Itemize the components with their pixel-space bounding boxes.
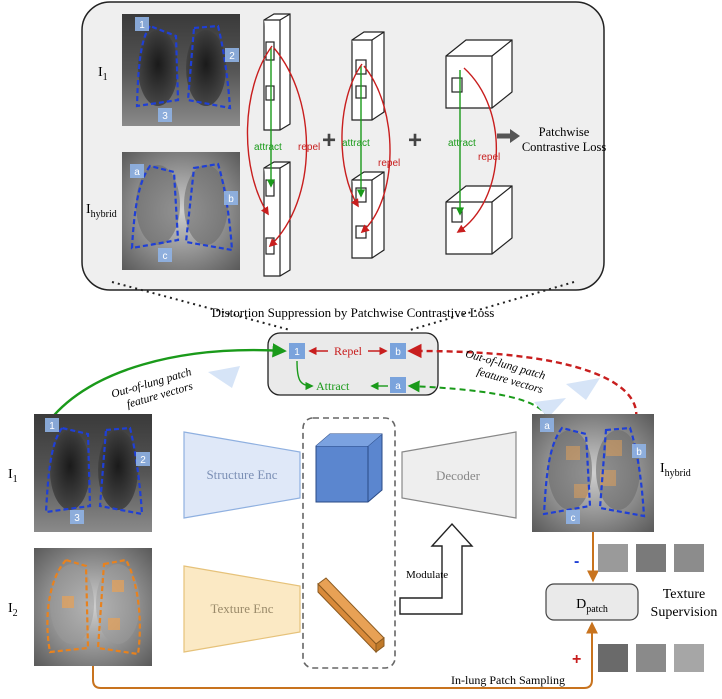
mid-patch-1-label: 1 [294,347,300,358]
modulate-label: Modulate [406,569,448,581]
left-arrow-label: Out-of-lung patch feature vectors [110,366,195,411]
neg-patch-3 [674,544,704,572]
top-patch-a: a [134,167,140,178]
top-label-ihybrid: Ihybrid [86,202,117,220]
texture-supervision-2: Supervision [651,605,718,620]
bottom-hybrid-patch-a: a [544,421,550,432]
structure-latent-cube [315,433,383,503]
neg-patch-2 [636,544,666,572]
plus-1: + [322,127,336,154]
top-patch-3: 3 [162,111,168,122]
decoder [401,431,517,519]
mid-patch-b-label: b [395,347,401,358]
mid-patch-a [390,377,406,393]
neg-patch-1 [598,544,628,572]
texture-encoder [183,565,301,653]
feature-block-3 [445,39,513,255]
top-xray-hybrid [122,152,240,270]
bottom-label-ihybrid: Ihybrid [660,461,691,479]
top-patch-b: b [228,194,234,205]
decoder-label: Decoder [436,468,481,483]
attract-arrow-mid-left [296,360,314,391]
repel-arrow-2b [360,65,391,234]
top-xray-i1 [122,14,240,126]
plus-2: + [408,127,422,154]
dotted-right [409,281,575,331]
bottom-xray-i1 [34,414,152,532]
repel-label-1: repel [298,142,320,153]
repel-label-3: repel [478,152,500,163]
feature-vec-shape-right2 [566,378,600,400]
attract-label-1: attract [254,142,282,153]
top-patch-1: 1 [139,20,145,31]
mid-patch-a-label: a [395,381,401,392]
dotted-left [111,281,291,331]
repel-arrow-1a [246,45,273,216]
caption: Distortion Suppression by Patchwise Cont… [212,305,495,320]
bottom-i1-patch-3: 3 [74,513,80,524]
structure-enc-label: Structure Enc [206,467,277,482]
right-arrow-label: Out-of-lung patch feature vectors [464,348,547,396]
bottom-i1-patch-2: 2 [140,455,146,466]
mid-patch-b [390,343,406,359]
red-dashed-curve [407,343,638,419]
repel-arrow-1b [268,47,308,248]
latent-box [302,417,396,669]
mid-repel-label: Repel [334,344,363,358]
in-lung-sampling-path [92,621,598,689]
bottom-xray-i2 [34,548,152,666]
top-label-i1: I1 [98,65,108,83]
bottom-label-i2: I2 [8,601,18,619]
pos-patch-1 [598,644,628,672]
result-arrow-head [510,129,520,143]
plus-sign: + [572,651,581,668]
repel-label-2: repel [378,158,400,169]
structure-encoder [183,431,301,519]
attract-label-3: attract [448,138,476,149]
result-line-1: Patchwise [539,125,590,139]
bottom-xray-hybrid [532,414,654,532]
bottom-hybrid-patch-c: c [571,513,576,524]
top-patch-c: c [163,251,168,262]
pos-patch-2 [636,644,666,672]
feature-vec-shape-left [208,366,240,388]
feature-block-1 [263,13,291,277]
in-lung-sampling-label: In-lung Patch Sampling [451,673,565,687]
texture-enc-label: Texture Enc [211,601,274,616]
minus-sign: - [574,553,579,570]
dpatch-box [545,583,639,621]
green-curve-left [49,343,287,421]
texture-latent-bar [317,577,385,654]
attract-label-2: attract [342,138,370,149]
result-line-2: Contrastive Loss [522,140,607,154]
pos-patch-3 [674,644,704,672]
mid-attract-label: Attract [316,379,350,393]
repel-arrow-2a [341,63,363,208]
texture-supervision-1: Texture [663,587,706,602]
repel-arrow-3 [456,67,498,233]
mid-patch-1 [289,343,305,359]
dpatch-label: Dpatch [576,597,608,615]
bottom-label-i1: I1 [8,467,18,485]
modulate-arrow [399,522,474,615]
feature-vec-shape-right [534,398,566,418]
bottom-hybrid-patch-b: b [636,447,642,458]
top-patch-2: 2 [229,51,235,62]
green-dashed-curve [407,380,549,419]
bottom-i1-patch-1: 1 [49,421,55,432]
